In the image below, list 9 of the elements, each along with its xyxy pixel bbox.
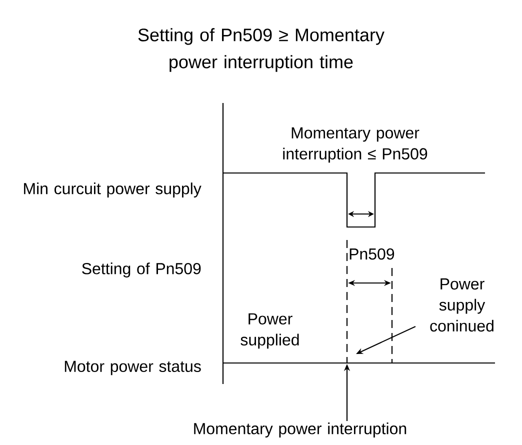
signal-label: Min curcuit power supply xyxy=(24,182,202,198)
annotation-text: Momentary power interruption xyxy=(194,422,406,438)
title: Setting of Pn509 ≥ Momentary power interruption time xyxy=(138,28,384,72)
signal-label: Setting of Pn509 xyxy=(82,262,201,278)
signal-label: Momentary power interruption ≤ Pn509 xyxy=(283,127,428,163)
state-label: Power supplied xyxy=(240,313,299,349)
annotation-text: Power supply coninued xyxy=(430,278,494,332)
dimension-label: Pn509 xyxy=(350,248,394,260)
signal-label: Motor power status xyxy=(64,360,201,376)
